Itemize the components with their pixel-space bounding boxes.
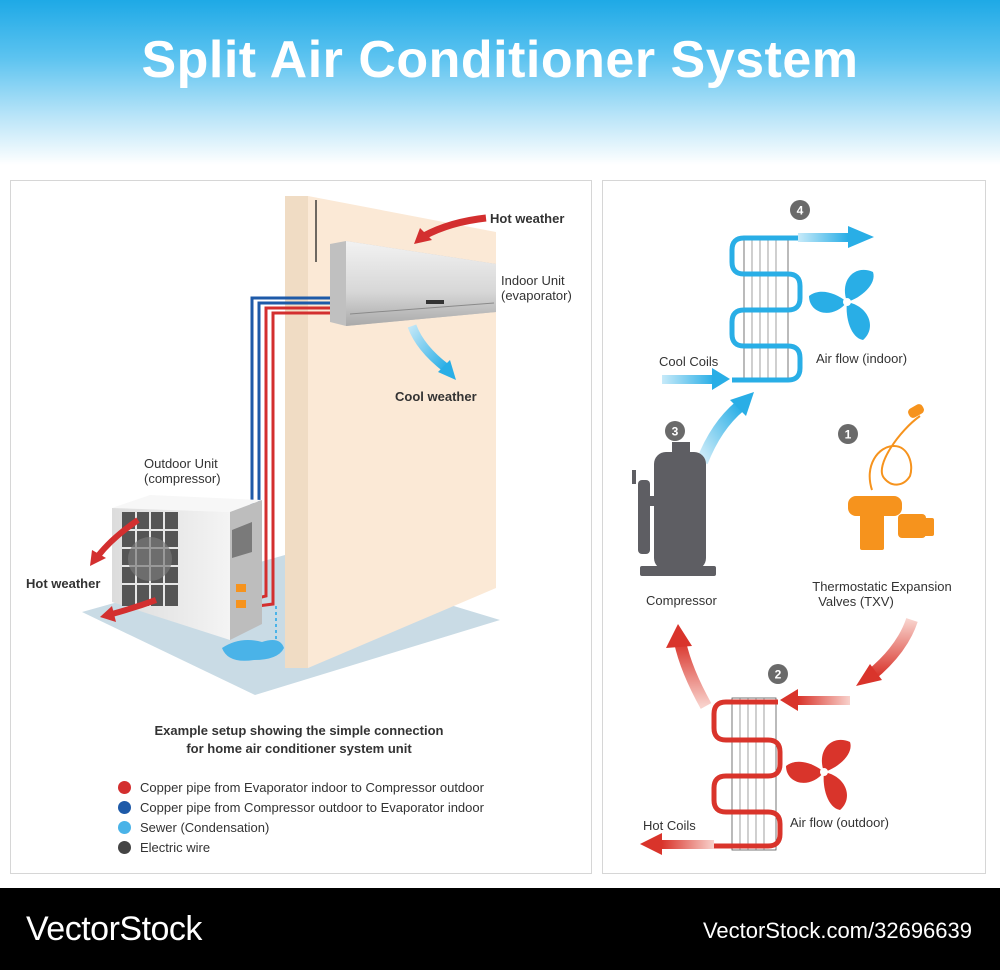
legend-label: Copper pipe from Evaporator indoor to Co… <box>140 780 484 795</box>
setup-illustration: Hot weather Indoor Unit (evaporator) Coo… <box>26 196 572 695</box>
legend-dot-light-blue <box>118 821 131 834</box>
legend-dot-blue <box>118 801 131 814</box>
image-id-url: VectorStock.com/32696639 <box>702 918 972 943</box>
label-cool-weather: Cool weather <box>395 389 477 404</box>
cool-input-arrow <box>712 368 730 390</box>
cool-air-arrow <box>407 324 449 372</box>
caption-line-2: for home air conditioner system unit <box>186 741 412 756</box>
legend: Copper pipe from Evaporator indoor to Co… <box>118 778 484 858</box>
condensation-puddle <box>222 640 284 661</box>
label-indoor-unit-sub: (evaporator) <box>501 288 572 303</box>
label-cool-coils: Cool Coils <box>659 354 719 369</box>
label-outdoor-unit-sub: (compressor) <box>144 471 221 486</box>
legend-item: Electric wire <box>118 838 484 858</box>
label-hot-weather-top: Hot weather <box>490 211 564 226</box>
label-hot-coils: Hot Coils <box>643 818 696 833</box>
cool-coils <box>729 235 810 383</box>
txv-to-hot-coils-arrow <box>866 617 918 681</box>
label-txv-1: Thermostatic Expansion <box>812 579 951 594</box>
compressor-icon <box>632 442 716 576</box>
wall <box>285 196 308 668</box>
cool-output-arrow <box>848 226 874 248</box>
label-txv-2: Valves (TXV) <box>818 594 894 609</box>
txv-icon <box>848 404 934 550</box>
step-number: 2 <box>775 668 782 682</box>
hot-coils <box>711 697 783 851</box>
watermark-footer: VectorStock VectorStock.com/32696639 <box>0 888 1000 970</box>
legend-item: Copper pipe from Compressor outdoor to E… <box>118 798 484 818</box>
label-hot-weather-left: Hot weather <box>26 576 100 591</box>
compressor-to-coils-arrow <box>696 401 744 465</box>
step-badge-1: 1 <box>838 424 858 444</box>
step-badge-4: 4 <box>790 200 810 220</box>
label-air-flow-outdoor: Air flow (outdoor) <box>790 815 889 830</box>
step-number: 3 <box>672 425 679 439</box>
hot-air-arrow-left <box>95 517 140 558</box>
label-compressor: Compressor <box>646 593 717 608</box>
legend-item: Sewer (Condensation) <box>118 818 484 838</box>
indoor-fan-icon <box>809 269 874 340</box>
label-indoor-unit: Indoor Unit <box>501 273 565 288</box>
title-banner: Split Air Conditioner System <box>0 0 1000 165</box>
page-title: Split Air Conditioner System <box>141 31 859 89</box>
refrigeration-cycle-diagram: 4 3 1 2 Cool Coils Air flow (indoor) Com… <box>632 200 952 855</box>
label-outdoor-unit: Outdoor Unit <box>144 456 218 471</box>
hot-air-arrow-top <box>422 214 487 240</box>
legend-label: Copper pipe from Compressor outdoor to E… <box>140 800 484 815</box>
step-number: 1 <box>845 428 852 442</box>
brand-logo: VectorStock <box>26 910 202 948</box>
hot-air-arrow-bottom <box>111 597 158 617</box>
step-badge-3: 3 <box>665 421 685 441</box>
legend-dot-gray <box>118 841 131 854</box>
legend-label: Sewer (Condensation) <box>140 820 270 835</box>
label-air-flow-indoor: Air flow (indoor) <box>816 351 907 366</box>
legend-item: Copper pipe from Evaporator indoor to Co… <box>118 778 484 798</box>
legend-label: Electric wire <box>140 840 211 855</box>
caption-line-1: Example setup showing the simple connect… <box>154 723 444 738</box>
hot-coils-output-arrow <box>640 833 662 855</box>
legend-dot-red <box>118 781 131 794</box>
step-badge-2: 2 <box>768 664 788 684</box>
step-number: 4 <box>797 204 804 218</box>
indoor-unit <box>330 241 496 326</box>
hot-coils-input-arrow <box>780 689 798 711</box>
outdoor-fan-icon <box>786 739 851 810</box>
hot-coils-to-compressor-arrow <box>674 640 712 709</box>
